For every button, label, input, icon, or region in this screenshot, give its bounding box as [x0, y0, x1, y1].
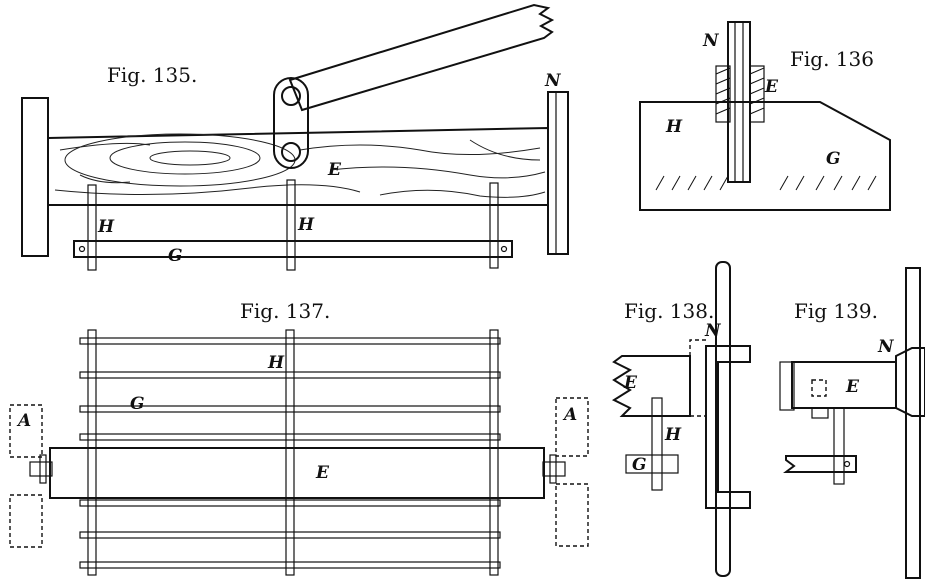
h-bars	[79, 337, 501, 569]
fig-137-caption: Fig. 137.	[240, 299, 330, 323]
h-bar	[833, 407, 845, 485]
end-pin-right	[542, 461, 566, 477]
fig-139-caption: Fig 139.	[794, 299, 878, 323]
upright-middle	[285, 329, 295, 576]
label-e: E	[623, 373, 638, 393]
fig-136: Fig. 136 N E H G	[639, 21, 891, 211]
label-e: E	[327, 160, 342, 180]
label-n: N	[544, 71, 562, 91]
slot-hatching	[655, 175, 877, 191]
label-a-right: A	[562, 405, 577, 425]
fig-135-caption: Fig. 135.	[107, 63, 197, 87]
label-g: G	[168, 246, 183, 266]
fig-136-caption: Fig. 136	[790, 47, 874, 71]
upright-left	[87, 329, 97, 576]
label-e: E	[764, 77, 779, 97]
upper-pin	[281, 86, 301, 106]
log-e	[47, 126, 549, 206]
log-e	[49, 447, 545, 499]
dashed-box-left-lower	[9, 494, 43, 548]
link-plate	[273, 77, 309, 169]
fig-135: Fig. 135. N E H	[21, 3, 569, 271]
upright-right	[489, 329, 499, 576]
g-rail	[625, 454, 679, 474]
right-post-n	[547, 91, 569, 255]
log-e	[791, 361, 897, 409]
label-e: E	[845, 377, 860, 397]
block-g	[639, 101, 891, 211]
label-h: H	[665, 117, 683, 137]
h-bar-3	[489, 182, 499, 269]
end-pin-left	[29, 461, 53, 477]
log-e	[611, 355, 691, 417]
dashed-box-a-right	[555, 397, 589, 457]
fig-139: Fig 139. N E	[779, 267, 925, 579]
fig-138: Fig. 138. N E H G	[611, 261, 751, 577]
vertical-rod	[905, 267, 921, 579]
label-e: E	[315, 463, 330, 483]
g-rail	[783, 455, 857, 473]
lever-arm	[288, 3, 555, 112]
label-h-1: H	[97, 217, 115, 237]
label-h: H	[664, 425, 682, 445]
h-bar-2	[286, 179, 296, 271]
left-post	[21, 97, 49, 257]
label-a-left: A	[16, 411, 31, 431]
dashed-box-a-left	[9, 404, 43, 458]
label-n: N	[702, 31, 720, 51]
label-n: N	[877, 337, 895, 357]
h-bar-1	[87, 184, 97, 271]
vertical-rod	[715, 261, 731, 577]
lower-pin	[281, 142, 301, 162]
bracket-n	[705, 345, 751, 509]
end-stop	[779, 361, 795, 411]
label-h-2: H	[297, 215, 315, 235]
label-g: G	[632, 455, 647, 475]
dashed-box-right-lower	[555, 483, 589, 547]
bolt	[811, 407, 829, 419]
label-h: H	[267, 353, 285, 373]
fig-137: Fig. 137. H G E A A	[9, 299, 589, 576]
label-g: G	[826, 149, 841, 169]
label-n: N	[704, 321, 722, 341]
h-bar	[651, 397, 663, 491]
g-rail	[73, 240, 513, 258]
label-g: G	[130, 394, 145, 414]
fig-138-caption: Fig. 138.	[624, 299, 714, 323]
